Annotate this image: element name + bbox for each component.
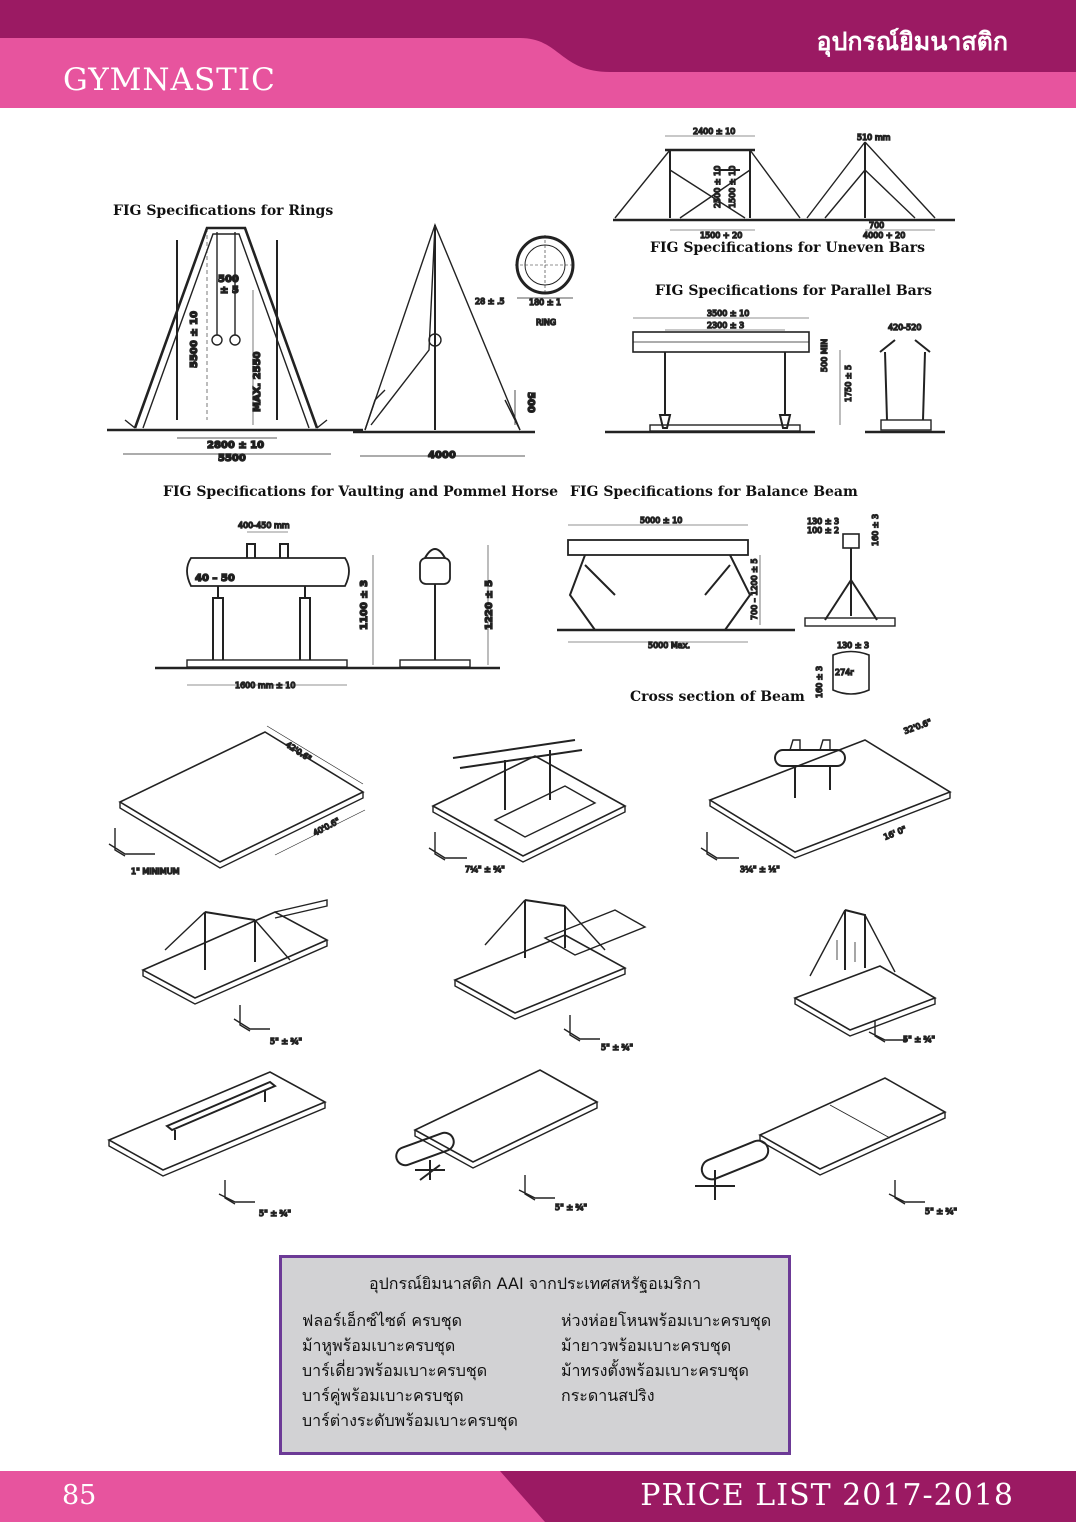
rings-dim-side: 500: [525, 392, 536, 413]
parallel-dim-5: 1750 ± 5: [844, 365, 853, 402]
list-item: บาร์ต่างระดับพร้อมเบาะครบชุด: [302, 1411, 518, 1430]
mat-beam-drawing: [107, 1071, 327, 1205]
header-band-pink: [0, 38, 1076, 108]
price-list-title: PRICE LIST 2017-2018: [640, 1478, 1014, 1513]
uneven-bars-drawing: [613, 135, 955, 231]
parallel-dim-4: 500 MIN: [820, 339, 829, 372]
rings-side-drawing: [353, 223, 535, 457]
header-thai-title: อุปกรณ์ยิมนาสติก: [816, 27, 1008, 56]
list-item: บาร์เดี่ยวพร้อมเบาะครบชุด: [302, 1361, 488, 1380]
mat2-dim-c: 7¼" ± ¾": [465, 865, 505, 874]
page-number: 85: [62, 1480, 97, 1511]
vault-dim-2: 40 – 50: [195, 573, 235, 584]
caption-vault-pommel: FIG Specifications for Vaulting and Pomm…: [163, 484, 559, 500]
mat3-dim-b: 16' 0": [882, 825, 907, 842]
beam-dim-4: 160 ± 3: [871, 514, 880, 546]
parallel-dim-1: 3500 ± 10: [707, 309, 749, 318]
mat1-dim-b: 40'0.6": [312, 816, 342, 837]
mat-rings-drawing: [793, 909, 937, 1043]
ring-label: RING: [536, 318, 556, 327]
uneven-dim-3: 2500 ± 10: [713, 166, 722, 208]
balance-beam-drawing: [557, 524, 896, 695]
rings-dim-500: 500: [218, 274, 239, 285]
header-category: GYMNASTIC: [63, 62, 276, 98]
beam-dim-7: 130 ± 3: [837, 641, 869, 650]
rings-dim-4000: 4000: [428, 450, 456, 461]
beam-dim-1: 5000 ± 10: [640, 516, 682, 525]
parallel-dim-2: 2300 ± 3: [707, 321, 744, 330]
vault-dim-4: 1220 ± 5: [484, 580, 495, 630]
list-item: ห่วงห่อยโหนพร้อมเบาะครบชุด: [561, 1311, 772, 1330]
mat7-dim-c: 5" ± ¾": [259, 1209, 291, 1218]
caption-rings: FIG Specifications for Rings: [113, 203, 334, 219]
list-item: ม้าทรงตั้งพร้อมเบาะครบชุด: [561, 1361, 749, 1380]
beam-dim-5: 700 – 1200 ± 5: [750, 558, 759, 620]
uneven-dim-4: 1500 ± 10: [728, 166, 737, 208]
mat-high-bar-drawing: [141, 899, 329, 1032]
rings-frame-drawing: [107, 226, 363, 455]
info-list-right: ห่วงห่อยโหนพร้อมเบาะครบชุด ม้ายาวพร้อมเบ…: [561, 1308, 771, 1408]
uneven-dim-1: 2400 ± 10: [693, 127, 735, 136]
drawings-svg: 500 ± 5 5500 ± 10 MAX. 2550 2800 ± 10 55…: [107, 126, 958, 1219]
mat3-dim-c: 3¼" ± ½": [740, 865, 780, 874]
beam-dim-6: 5000 Max.: [648, 641, 690, 650]
ring-dim-diameter: 180 ± 1: [529, 298, 561, 307]
uneven-dim-5: 1500 + 20: [700, 231, 742, 240]
footer-band-dark: [500, 1471, 1076, 1522]
parallel-bars-drawing: [605, 317, 945, 434]
rings-dim-width: 2800 ± 10: [207, 440, 264, 451]
ring-dim-thickness: 28 ± .5: [475, 297, 505, 306]
vault-dim-5: 1600 mm ± 10: [235, 681, 295, 690]
vault-dim-1: 400-450 mm: [238, 521, 290, 530]
mat6-dim-c: 5" ± ¾": [903, 1035, 935, 1044]
uneven-dim-6: 700: [869, 221, 884, 230]
rings-dim-height: 5500 ± 10: [189, 311, 200, 368]
beam-dim-9: 160 ± 3: [815, 666, 824, 698]
mat8-dim-c: 5" ± ¾": [555, 1203, 587, 1212]
vault-dim-3: 1100 ± 3: [359, 580, 370, 630]
beam-dim-2: 130 ± 3: [807, 517, 839, 526]
list-item: ม้ายาวพร้อมเบาะครบชุด: [561, 1336, 732, 1355]
mat-vault-long-drawing: [695, 1077, 947, 1205]
mat-floor-drawing: [108, 725, 366, 869]
mat5-dim-c: 5" ± ¾": [601, 1043, 633, 1052]
ring-detail-drawing: [515, 235, 575, 299]
uneven-dim-7: 4000 + 20: [863, 231, 905, 240]
mat-vault-drawing: [395, 1069, 599, 1201]
mat1-dim-a: 42'0.6": [284, 740, 313, 763]
info-list-left: ฟลอร์เอ็กซ์ไซด์ ครบชุด ม้าหูพร้อมเบาะครบ…: [302, 1308, 518, 1433]
rings-dim-500b: ± 5: [220, 285, 239, 296]
mat-pommel-drawing: [700, 739, 952, 861]
mat4-dim-c: 5" ± ¾": [270, 1037, 302, 1046]
mat-uneven-drawing: [453, 899, 647, 1042]
pommel-horse-drawing: [155, 531, 500, 686]
caption-cross-section: Cross section of Beam: [630, 689, 805, 705]
rings-dim-base: 5500: [218, 453, 246, 464]
beam-dim-8: 274r: [835, 668, 854, 677]
beam-dim-3: 100 ± 2: [807, 526, 839, 535]
equipment-drawings: 500 ± 5 5500 ± 10 MAX. 2550 2800 ± 10 55…: [95, 120, 975, 1230]
mat9-dim-c: 5" ± ¾": [925, 1207, 957, 1216]
parallel-dim-3: 420-520: [888, 323, 921, 332]
mat-parallel-drawing: [428, 739, 627, 863]
caption-balance-beam: FIG Specifications for Balance Beam: [570, 484, 858, 500]
caption-parallel-bars: FIG Specifications for Parallel Bars: [655, 283, 932, 299]
product-info-box: อุปกรณ์ยิมนาสติก AAI จากประเทศสหรัฐอเมริ…: [279, 1255, 791, 1455]
list-item: ฟลอร์เอ็กซ์ไซด์ ครบชุด: [302, 1311, 463, 1330]
uneven-dim-2: 510 mm: [857, 133, 891, 142]
list-item: ม้าหูพร้อมเบาะครบชุด: [302, 1336, 456, 1355]
caption-uneven-bars: FIG Specifications for Uneven Bars: [650, 240, 925, 256]
mat3-dim-a: 32'0.6": [903, 718, 933, 736]
mat1-dim-c: 1" MINIMUM: [131, 867, 180, 876]
list-item: บาร์คู่พร้อมเบาะครบชุด: [302, 1386, 464, 1405]
rings-dim-max: MAX. 2550: [252, 351, 263, 412]
list-item: กระดานสปริง: [561, 1386, 655, 1405]
info-title: อุปกรณ์ยิมนาสติก AAI จากประเทศสหรัฐอเมริ…: [369, 1274, 701, 1293]
